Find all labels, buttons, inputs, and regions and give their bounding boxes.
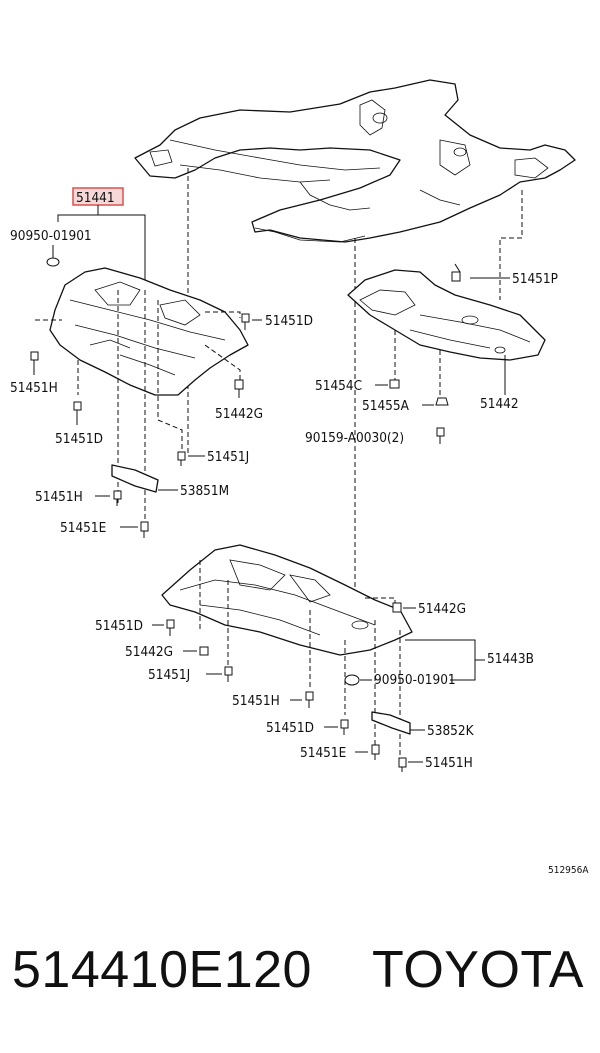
clip-51455A xyxy=(435,397,449,406)
dash-lc-7 xyxy=(204,344,241,380)
dash-lc-5 xyxy=(157,300,183,450)
label-51451P: 51451P xyxy=(512,271,558,287)
leader-51441-b xyxy=(98,214,146,290)
engine-under-cover-right xyxy=(347,269,546,361)
label-51441: 51441 xyxy=(76,190,115,206)
label-51451D-top: 51451D xyxy=(265,313,313,329)
bolt-51451D-bot xyxy=(166,619,175,636)
bolt-51442G-top xyxy=(234,379,244,390)
bolt-51451E-top xyxy=(140,521,149,538)
bracket-53852K xyxy=(371,711,411,735)
clip-top xyxy=(46,257,60,267)
bolt-51442G-right xyxy=(392,602,402,613)
bolt-51442G-bot xyxy=(199,646,209,656)
label-51442G-right: 51442G xyxy=(418,601,466,617)
part-number: 514410E120 xyxy=(12,941,312,999)
label-53852K: 53852K xyxy=(427,723,475,739)
label-90159: 90159-A0030(2) xyxy=(305,430,404,446)
dash-lc-2 xyxy=(205,311,241,318)
label-51451H-mid: 51451H xyxy=(35,489,83,505)
label-51451J-bot: 51451J xyxy=(148,667,190,683)
label-51451D-bot2: 51451D xyxy=(266,720,314,736)
bolt-51451D-left xyxy=(73,401,82,418)
bolt-51451H-bot2 xyxy=(398,757,407,772)
diagram-code: 512956A xyxy=(548,865,589,876)
brand-name: TOYOTA xyxy=(372,941,584,999)
label-51451H-bot2: 51451H xyxy=(425,755,473,771)
bolt-51451H-left xyxy=(30,351,39,368)
bolt-51451H-bot xyxy=(305,691,314,708)
clip-bot xyxy=(344,674,360,686)
label-51451E-top: 51451E xyxy=(60,520,106,536)
label-51451E-bot: 51451E xyxy=(300,745,346,761)
engine-under-cover-left xyxy=(49,267,249,396)
front-suspension-crossmember xyxy=(134,79,576,243)
label-clip-top: 90950-01901 xyxy=(10,228,92,244)
bolt-51451J-top xyxy=(177,451,186,466)
label-51451D-bot: 51451D xyxy=(95,618,143,634)
label-51454C: 51454C xyxy=(315,378,362,394)
label-51442: 51442 xyxy=(480,396,519,412)
label-51443B: 51443B xyxy=(487,651,534,667)
label-51442G-bot: 51442G xyxy=(125,644,173,660)
label-51451D-left: 51451D xyxy=(55,431,103,447)
clip-51454C xyxy=(389,379,400,389)
bolt-51451P xyxy=(451,263,461,282)
label-51451J-top: 51451J xyxy=(207,449,249,465)
leader-frame-right xyxy=(499,190,523,300)
bracket-53851M xyxy=(111,464,159,493)
label-51455A: 51455A xyxy=(362,398,410,414)
footer: 514410E120 TOYOTA xyxy=(0,940,600,1010)
label-51451H-left: 51451H xyxy=(10,380,58,396)
engine-under-cover-front xyxy=(161,544,413,656)
bolt-51451J-bot xyxy=(224,666,233,682)
bolt-51451E-bot xyxy=(371,744,380,760)
bolt-51451D-top xyxy=(241,313,250,330)
label-53851M: 53851M xyxy=(180,483,229,499)
bolt-51451D-bot2 xyxy=(340,719,349,735)
bolt-90159 xyxy=(436,427,445,444)
leader-51441-a xyxy=(57,205,99,222)
label-clip-bot: 90950-01901 xyxy=(374,672,456,688)
label-51442G-top: 51442G xyxy=(215,406,263,422)
label-51451H-bot: 51451H xyxy=(232,693,280,709)
bolt-51451H-mid xyxy=(113,490,122,506)
